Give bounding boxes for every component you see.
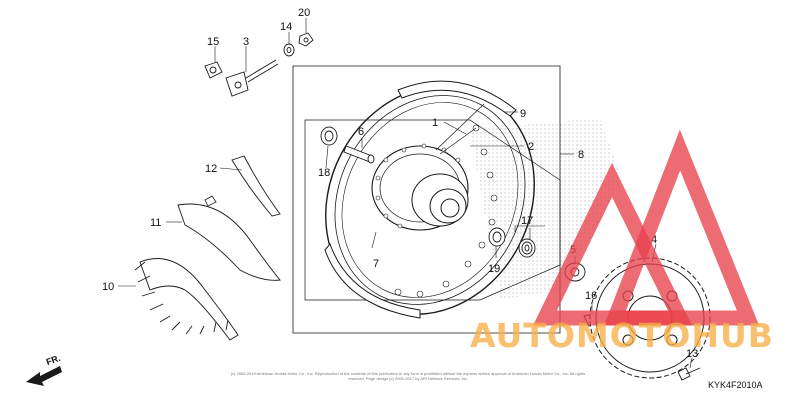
rim-band-upper — [397, 80, 517, 117]
dust-seal-17 — [518, 238, 536, 258]
copyright-notice: (c) 2000-2019 American Honda Motor Co., … — [230, 371, 586, 381]
hub — [371, 145, 469, 231]
callout-labels: 1 2 3 4 5 6 7 8 9 10 11 12 13 14 15 16 1… — [102, 7, 698, 360]
bearing-18 — [320, 126, 338, 146]
rim-band-12 — [231, 155, 281, 217]
diagram-code: KYK4F2010A — [708, 380, 763, 390]
callout-4: 4 — [651, 234, 657, 246]
callout-8: 8 — [578, 149, 584, 161]
front-direction-arrow — [26, 366, 62, 386]
washer-14 — [283, 43, 295, 57]
hub-subassembly-frame — [304, 119, 561, 301]
inner-tube — [177, 203, 281, 281]
callout-6: 6 — [358, 126, 364, 138]
callout-16: 16 — [585, 290, 597, 302]
collar — [343, 145, 375, 164]
bolt-13 — [677, 367, 701, 381]
callout-20: 20 — [298, 7, 310, 19]
callout-15: 15 — [207, 36, 219, 48]
bearing-19 — [488, 227, 506, 247]
callout-7: 7 — [373, 258, 379, 270]
leader-bracket-17 — [514, 225, 545, 232]
callout-18: 18 — [318, 167, 330, 179]
callout-10: 10 — [102, 281, 114, 293]
callout-19: 19 — [488, 263, 500, 275]
tube-valve — [204, 195, 217, 207]
callout-14: 14 — [280, 21, 292, 33]
chain-adjuster — [225, 59, 279, 97]
tire — [134, 258, 239, 341]
nut-20 — [298, 32, 314, 47]
callout-13: 13 — [686, 348, 698, 360]
callout-2: 2 — [528, 141, 534, 153]
rim-holes — [394, 124, 498, 298]
callout-1: 1 — [432, 117, 438, 129]
callout-11: 11 — [150, 217, 161, 229]
hub-flange-holes — [375, 143, 461, 229]
callout-9: 9 — [520, 108, 526, 120]
wheel-assembly-frame — [292, 65, 561, 334]
watermark-logo — [533, 129, 760, 326]
shading-area — [470, 118, 622, 300]
callout-12: 12 — [205, 163, 217, 175]
callout-17: 17 — [521, 215, 533, 227]
callout-3: 3 — [243, 36, 249, 48]
adjuster-nut-15 — [204, 61, 223, 79]
spokes — [435, 103, 485, 155]
rim-band-lower — [324, 243, 421, 319]
